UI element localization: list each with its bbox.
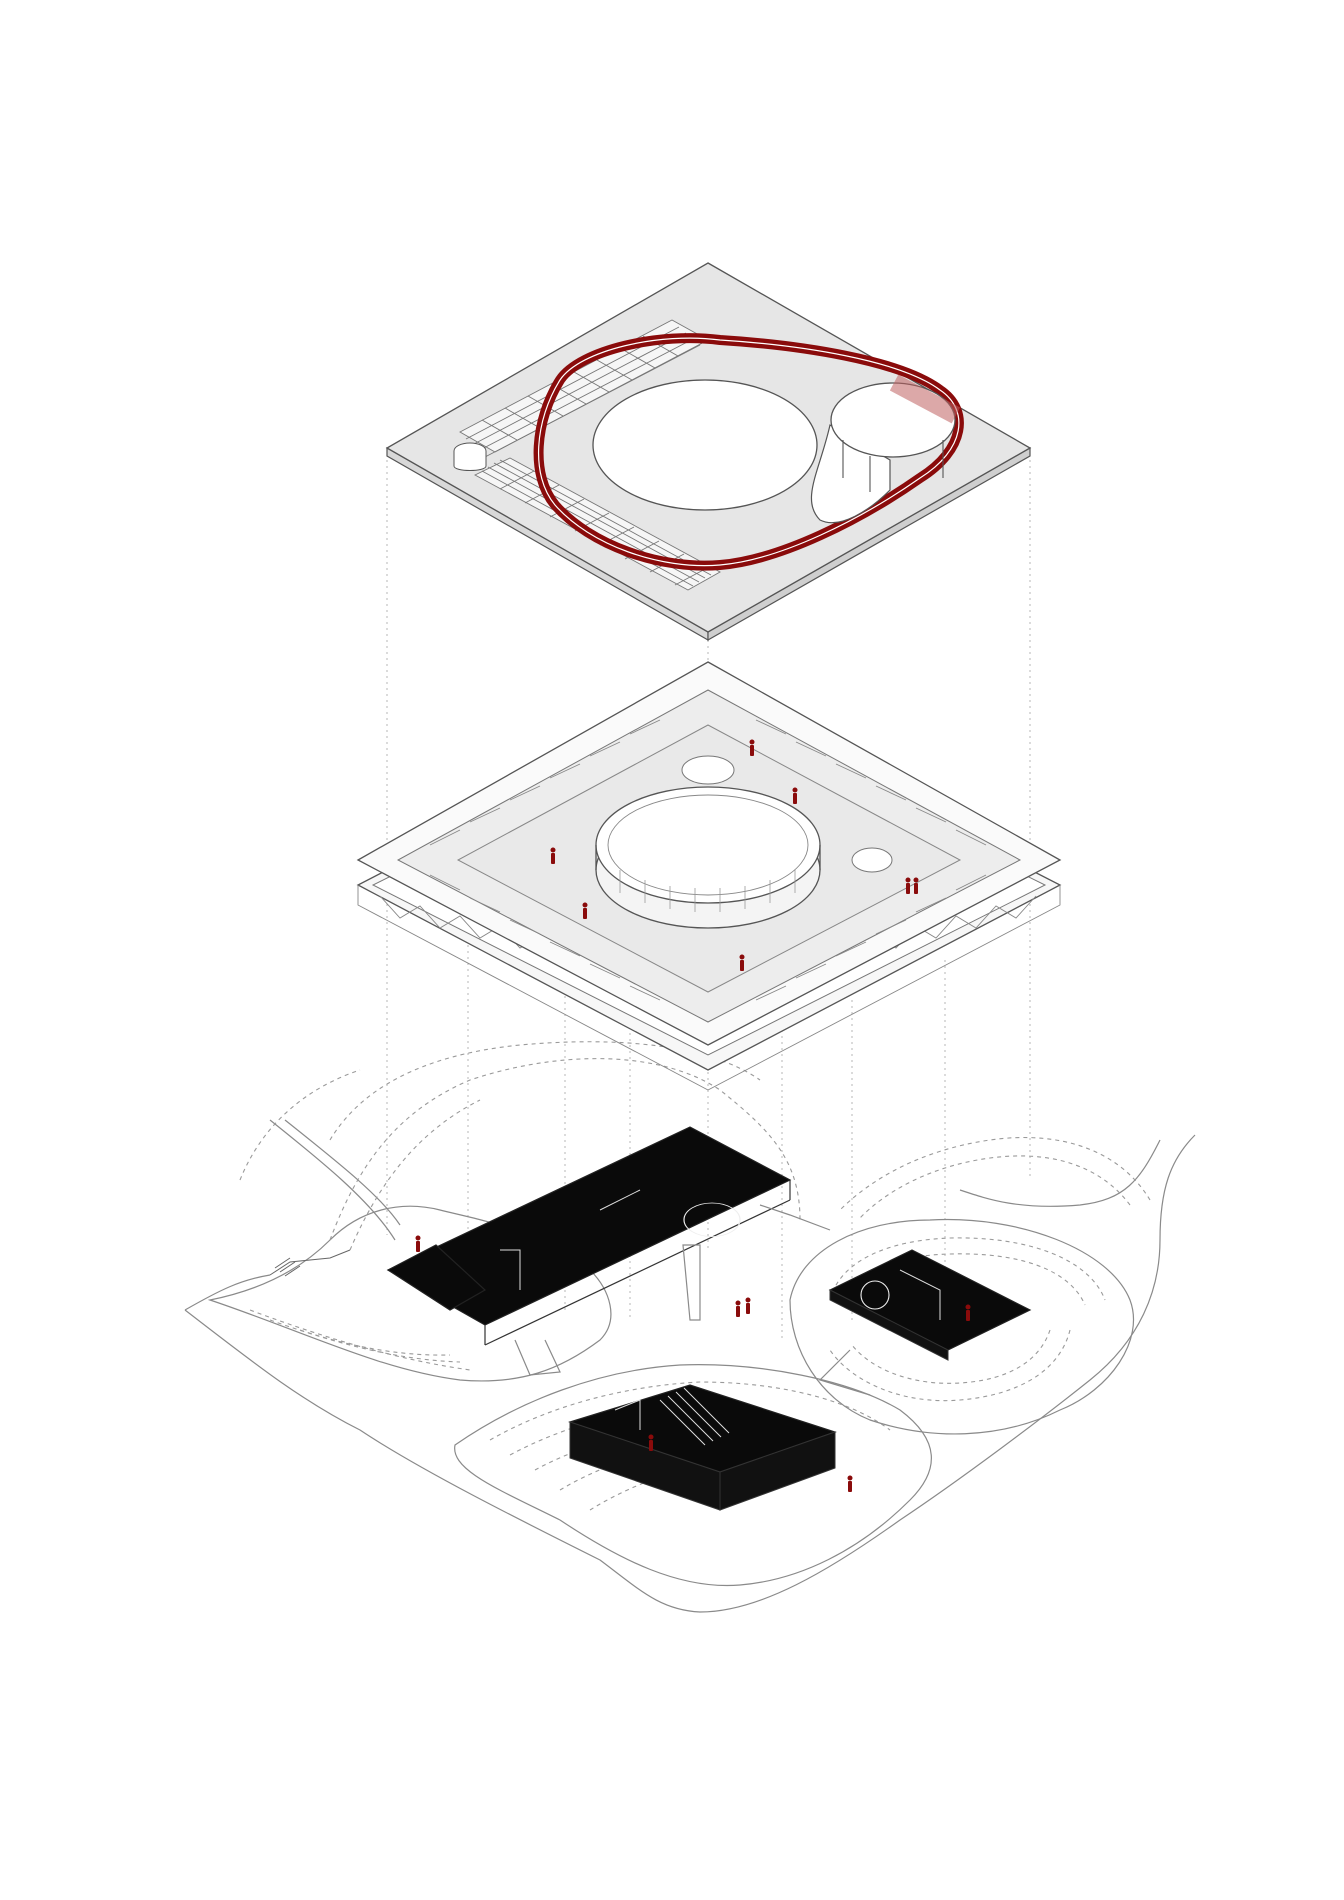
person-figure-icon	[648, 1434, 654, 1451]
sunken-volume-east	[828, 1249, 1032, 1361]
island-east	[789, 1218, 1135, 1435]
site-boundary	[184, 1134, 1196, 1613]
solar-panel-grid-north	[459, 319, 709, 458]
person-figure-icon	[847, 1475, 853, 1492]
staircase-icon	[659, 1387, 730, 1446]
person-figure-icon	[550, 847, 556, 864]
person-figure-icon	[739, 954, 745, 971]
sunken-volume-northwest	[386, 1126, 792, 1346]
roof-vent	[453, 442, 487, 471]
sunken-volume-south	[568, 1384, 837, 1511]
roof-layer	[385, 262, 1032, 642]
ground-level-landscape-layer	[184, 1041, 1196, 1613]
person-figure-icon	[745, 1297, 751, 1314]
upper-floor-frame-layer	[356, 661, 1062, 1091]
person-figure-icon	[792, 787, 798, 804]
person-figure-icon	[965, 1304, 971, 1321]
person-figure-icon	[905, 877, 911, 894]
perimeter-rooms	[429, 719, 987, 1001]
person-figure-icon	[582, 902, 588, 919]
roof-pavilion	[810, 374, 961, 524]
island-south	[454, 1364, 932, 1587]
circular-courtyard-icon	[595, 786, 821, 929]
projection-lines	[386, 448, 1031, 1340]
person-figure-icon	[735, 1300, 741, 1317]
person-figure-icon	[415, 1235, 421, 1252]
people-figures	[415, 739, 971, 1492]
roof-oculus	[592, 379, 818, 511]
person-figure-icon	[913, 877, 919, 894]
exterior-stair	[269, 1249, 351, 1277]
person-figure-icon	[749, 739, 755, 756]
